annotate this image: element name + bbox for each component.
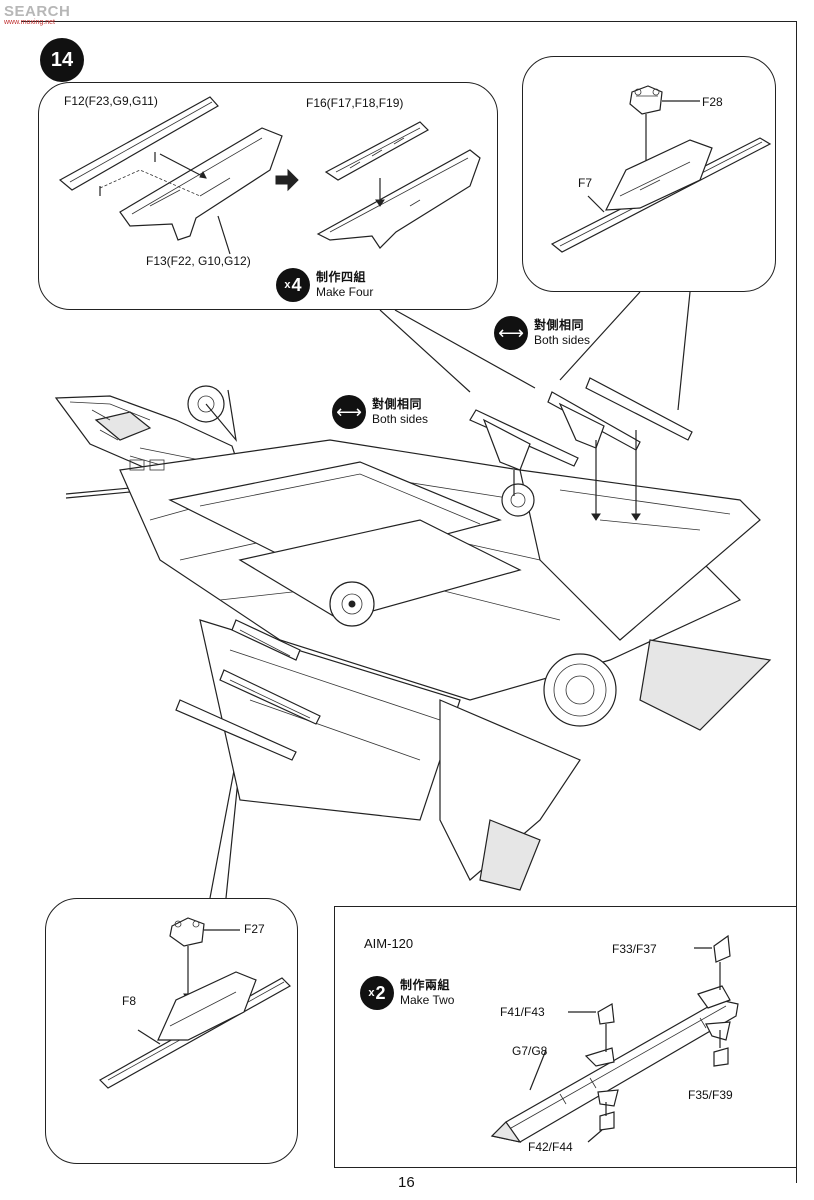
aim-120-missile (490, 934, 739, 1143)
aircraft-underside (54, 385, 772, 891)
missile-rear-fin-top (697, 985, 731, 1009)
main-gear-wheel-right (501, 483, 535, 517)
part-f33-f37 (713, 934, 731, 963)
label-part-f7: F7 (578, 176, 593, 190)
label-part-f42-f44: F42/F44 (528, 1140, 573, 1154)
both-sides-cjk: 對側相同 (372, 397, 423, 411)
label-part-f33-f37: F33/F37 (612, 942, 657, 956)
step-number-badge: 14 (40, 38, 84, 82)
label-part-f8: F8 (122, 994, 137, 1008)
pylon-inner-assembly (58, 96, 481, 255)
pylon-attach-right (547, 377, 693, 521)
leader-outer-right-callout (559, 291, 691, 411)
label-part-f28: F28 (702, 95, 723, 109)
both-sides-en: Both sides (372, 412, 429, 426)
both-sides-cjk: 對側相同 (534, 318, 585, 332)
watermark-url: www.moxing.net (4, 19, 55, 26)
missile-rear-fin-bottom (705, 1021, 731, 1041)
label-part-f12: F12(F23,G9,G11) (64, 94, 158, 108)
watermark: SEARCH (4, 3, 71, 20)
make-four-en: Make Four (316, 285, 374, 299)
double-arrow-icon: ⟷ (494, 316, 528, 350)
page-frame (21, 21, 797, 1183)
make-two-cjk: 制作兩組 (400, 978, 451, 992)
double-arrow-icon: ⟷ (332, 395, 366, 429)
pylon-attach-left (469, 409, 579, 496)
label-part-f35-f39: F35/F39 (688, 1088, 733, 1102)
label-part-f41-f43: F41/F43 (500, 1005, 545, 1019)
main-gear-wheel-left (329, 581, 375, 627)
pylon-outer-left-assembly (99, 917, 291, 1089)
missile-title: AIM-120 (364, 936, 414, 951)
make-four-cjk: 制作四組 (316, 270, 367, 284)
both-sides-marker-right: ⟷ 對側相同 Both sides (494, 316, 590, 350)
label-part-f13: F13(F22, G10,G12) (146, 254, 251, 268)
label-part-f16: F16(F17,F18,F19) (306, 96, 404, 110)
make-two-en: Make Two (400, 993, 455, 1007)
missile-mid-fin-top (584, 1047, 615, 1067)
pylon-attach-underwing (175, 619, 321, 761)
label-part-f27: F27 (244, 922, 265, 936)
missile-mid-fin-bottom (597, 1089, 619, 1107)
both-sides-marker-left: ⟷ 對側相同 Both sides (332, 395, 428, 429)
pylon-outer-right-assembly (550, 85, 772, 253)
part-f42-f44 (599, 1111, 615, 1131)
part-f35-f39 (713, 1047, 729, 1067)
leader-inner-callout (379, 309, 536, 393)
both-sides-en: Both sides (534, 333, 591, 347)
part-f41-f43 (597, 1003, 615, 1025)
label-part-g7-g8: G7/G8 (512, 1044, 548, 1058)
nose-gear-wheel (187, 385, 237, 443)
insert-arrow-icon (275, 168, 299, 192)
page-number: 16 (398, 1174, 415, 1191)
